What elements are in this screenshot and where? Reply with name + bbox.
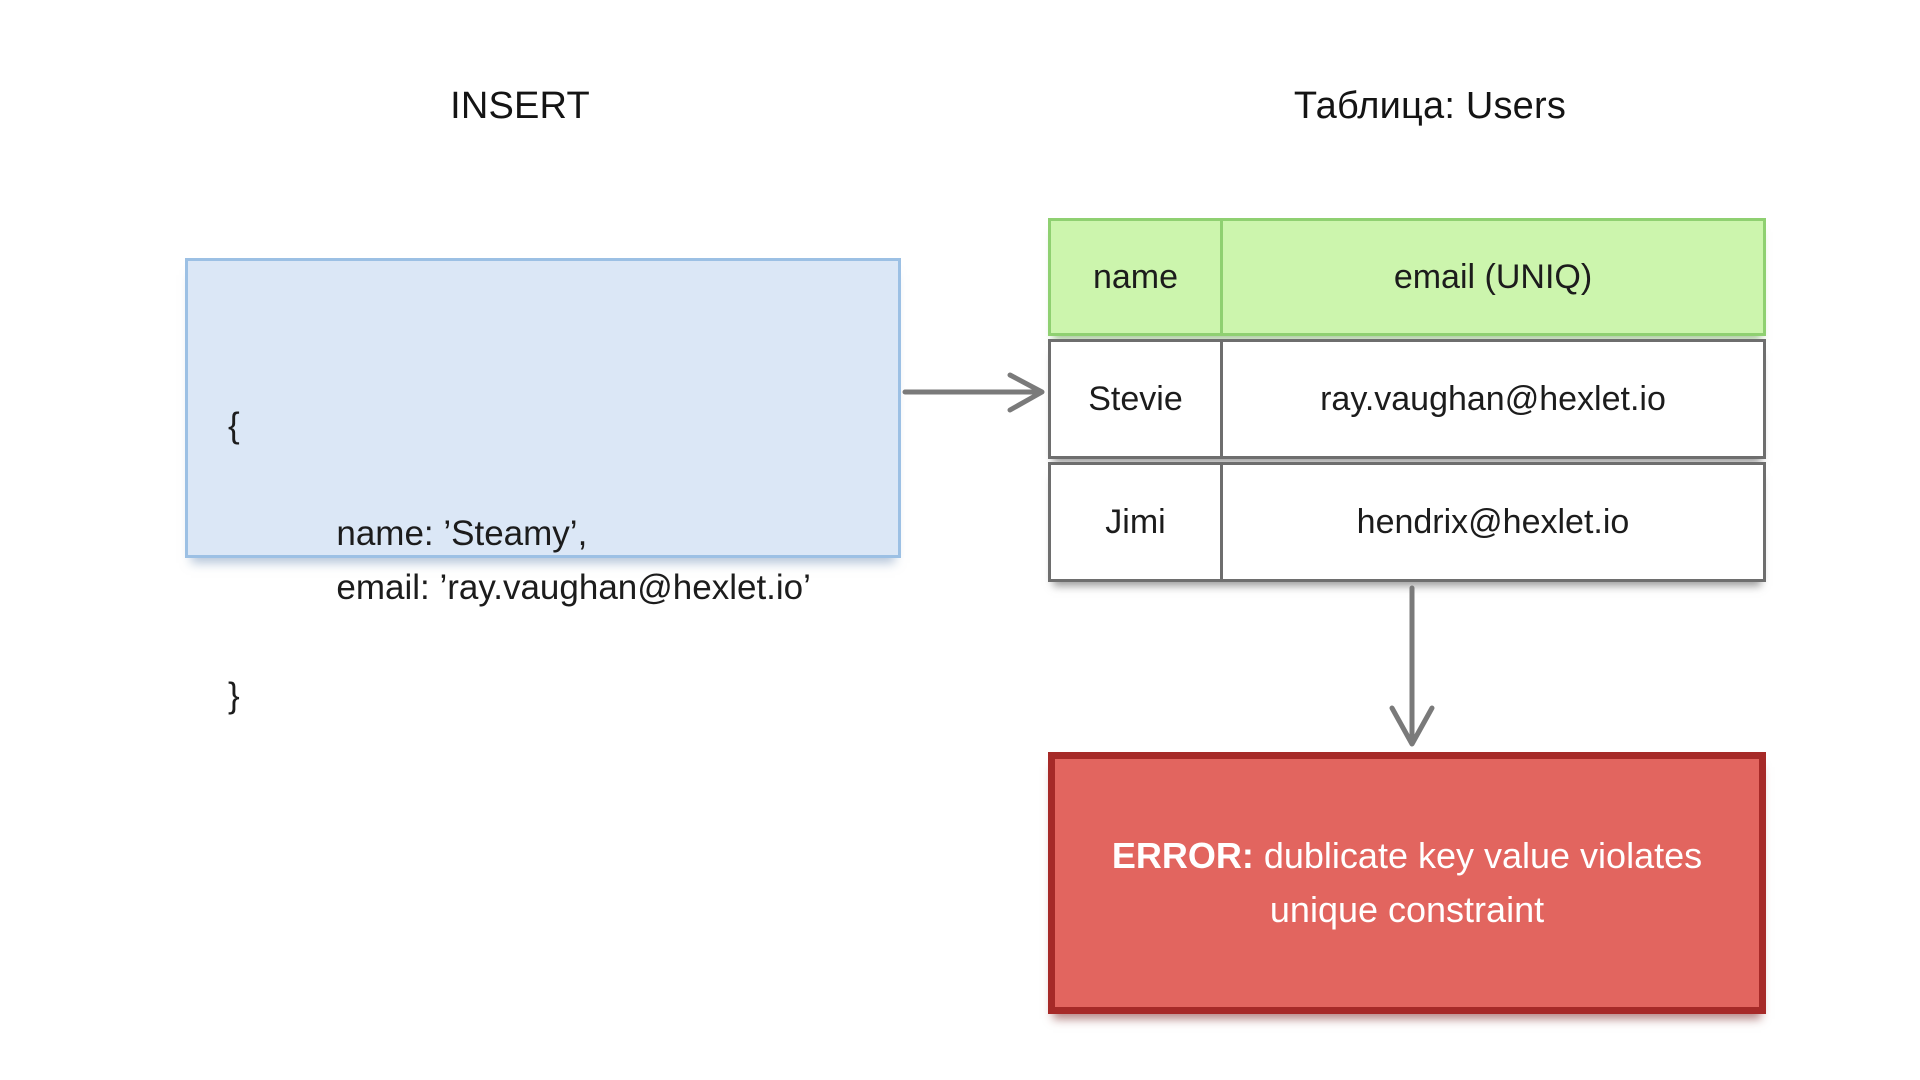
column-header-email: email (UNIQ) bbox=[1393, 257, 1593, 296]
code-line-open-brace: { bbox=[228, 406, 240, 445]
insert-payload-box: { name: ’Steamy’, email: ’ray.vaughan@he… bbox=[185, 258, 901, 715]
code-line-close-brace: } bbox=[228, 676, 240, 715]
error-detail: dublicate key value violates unique cons… bbox=[1253, 835, 1703, 930]
insert-payload-code: { name: ’Steamy’, email: ’ray.vaughan@he… bbox=[228, 291, 811, 831]
cell-name: Stevie bbox=[1051, 342, 1223, 456]
cell-name: Jimi bbox=[1051, 465, 1223, 579]
error-message-box: ERROR: dublicate key value violates uniq… bbox=[1048, 752, 1766, 1014]
code-line-name: name: ’Steamy’, bbox=[336, 514, 588, 553]
page-title-insert: INSERT bbox=[450, 85, 590, 127]
error-label: ERROR: bbox=[1111, 835, 1254, 876]
arrow-down-icon bbox=[1389, 585, 1435, 747]
cell-email: ray.vaughan@hexlet.io bbox=[1320, 379, 1666, 418]
page-title-users-table: Таблица: Users bbox=[1293, 85, 1567, 127]
table-header-row: name email (UNIQ) bbox=[1048, 218, 1766, 336]
users-table: name email (UNIQ) Stevie ray.vaughan@hex… bbox=[1048, 218, 1766, 585]
cell-email: hendrix@hexlet.io bbox=[1356, 502, 1630, 541]
code-line-email: email: ’ray.vaughan@hexlet.io’ bbox=[336, 568, 811, 607]
error-message-text: ERROR: dublicate key value violates uniq… bbox=[1055, 829, 1759, 937]
column-header-name: name bbox=[1051, 221, 1223, 333]
table-row: Jimi hendrix@hexlet.io bbox=[1048, 462, 1766, 582]
table-row: Stevie ray.vaughan@hexlet.io bbox=[1048, 339, 1766, 459]
arrow-right-icon bbox=[902, 372, 1045, 413]
